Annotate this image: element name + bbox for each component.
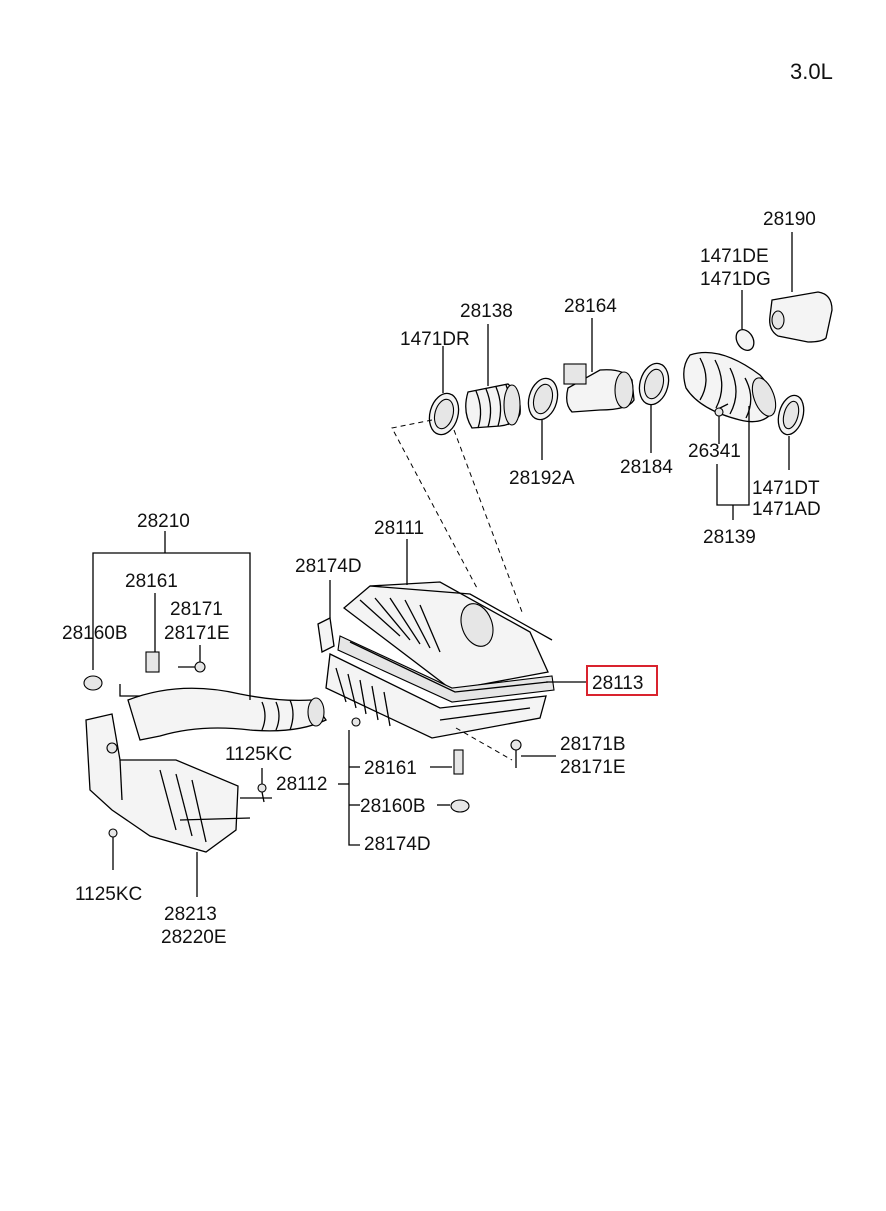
airflow-sensor-28164-part[interactable] [563, 363, 635, 413]
part-label-28160b-right[interactable]: 28160B [360, 796, 426, 817]
part-label-28171[interactable]: 28171 [170, 599, 223, 620]
part-label-28111[interactable]: 28111 [374, 518, 424, 539]
part-label-28190[interactable]: 28190 [763, 209, 816, 230]
part-label-28220e[interactable]: 28220E [161, 927, 227, 948]
bolt-1125kc-bottom-part[interactable] [108, 828, 118, 846]
part-label-1471dg[interactable]: 1471DG [700, 269, 771, 290]
clamp-1471dt-part[interactable] [774, 393, 808, 438]
part-label-28210[interactable]: 28210 [137, 511, 190, 532]
bracket-28174d-top-part[interactable] [317, 617, 335, 653]
part-label-1471de[interactable]: 1471DE [700, 246, 769, 267]
bolt-1125kc-mid-part[interactable] [257, 783, 267, 803]
grommet-28160b-right-part[interactable] [450, 799, 470, 813]
part-label-28161-right[interactable]: 28161 [364, 758, 417, 779]
part-label-28213[interactable]: 28213 [164, 904, 217, 925]
part-label-26341[interactable]: 26341 [688, 441, 741, 462]
sensor-26341-part[interactable] [714, 407, 724, 417]
part-label-28139[interactable]: 28139 [703, 527, 756, 548]
resonator-cap-part[interactable] [769, 291, 833, 343]
part-label-28171e-right[interactable]: 28171E [560, 757, 626, 778]
air-filter-element-28113-part[interactable] [337, 635, 555, 703]
spacer-28161-left-part[interactable] [145, 651, 160, 673]
clamp-1471de-part[interactable] [733, 326, 758, 353]
spacer-28161-right-part[interactable] [453, 749, 464, 775]
bellows-hose-28138-part[interactable] [465, 383, 521, 429]
part-label-28192a[interactable]: 28192A [509, 468, 575, 489]
part-label-28113[interactable]: 28113 [592, 673, 643, 694]
bolt-28171b-part[interactable] [510, 739, 522, 768]
grommet-28160b-left-part[interactable] [83, 675, 103, 691]
engine-label: 3.0L [790, 59, 833, 84]
clamp-28192a-part[interactable] [524, 375, 562, 423]
clamp-1471dr-part[interactable] [425, 390, 463, 438]
part-label-1125kc-bottom[interactable]: 1125KC [75, 884, 142, 905]
intake-hose-28139-part[interactable] [683, 351, 780, 423]
part-label-28171b[interactable]: 28171B [560, 734, 626, 755]
part-label-28112[interactable]: 28112 [276, 774, 327, 795]
part-label-28171e-left[interactable]: 28171E [164, 623, 230, 644]
part-label-1471dt[interactable]: 1471DT [752, 478, 820, 499]
clamp-28184-part[interactable] [635, 360, 673, 408]
highlight-box-28113 [586, 665, 658, 696]
part-label-28164[interactable]: 28164 [564, 296, 617, 317]
bolt-28171-left-part[interactable] [178, 661, 206, 673]
part-label-28174d-top[interactable]: 28174D [295, 556, 362, 577]
part-label-28184[interactable]: 28184 [620, 457, 673, 478]
air-cleaner-cover-28111-part[interactable] [342, 581, 553, 691]
part-label-1125kc-mid[interactable]: 1125KC [225, 744, 292, 765]
part-label-28174d-bottom[interactable]: 28174D [364, 834, 431, 855]
part-label-1471ad[interactable]: 1471AD [752, 499, 821, 520]
part-label-28138[interactable]: 28138 [460, 301, 513, 322]
part-label-1471dr[interactable]: 1471DR [400, 329, 470, 350]
resonator-28213-part[interactable] [85, 713, 251, 853]
air-duct-28210-part[interactable] [127, 687, 327, 741]
part-label-28161-left[interactable]: 28161 [125, 571, 178, 592]
air-cleaner-body-28112-part[interactable] [325, 653, 547, 739]
part-label-28160b-left[interactable]: 28160B [62, 623, 128, 644]
